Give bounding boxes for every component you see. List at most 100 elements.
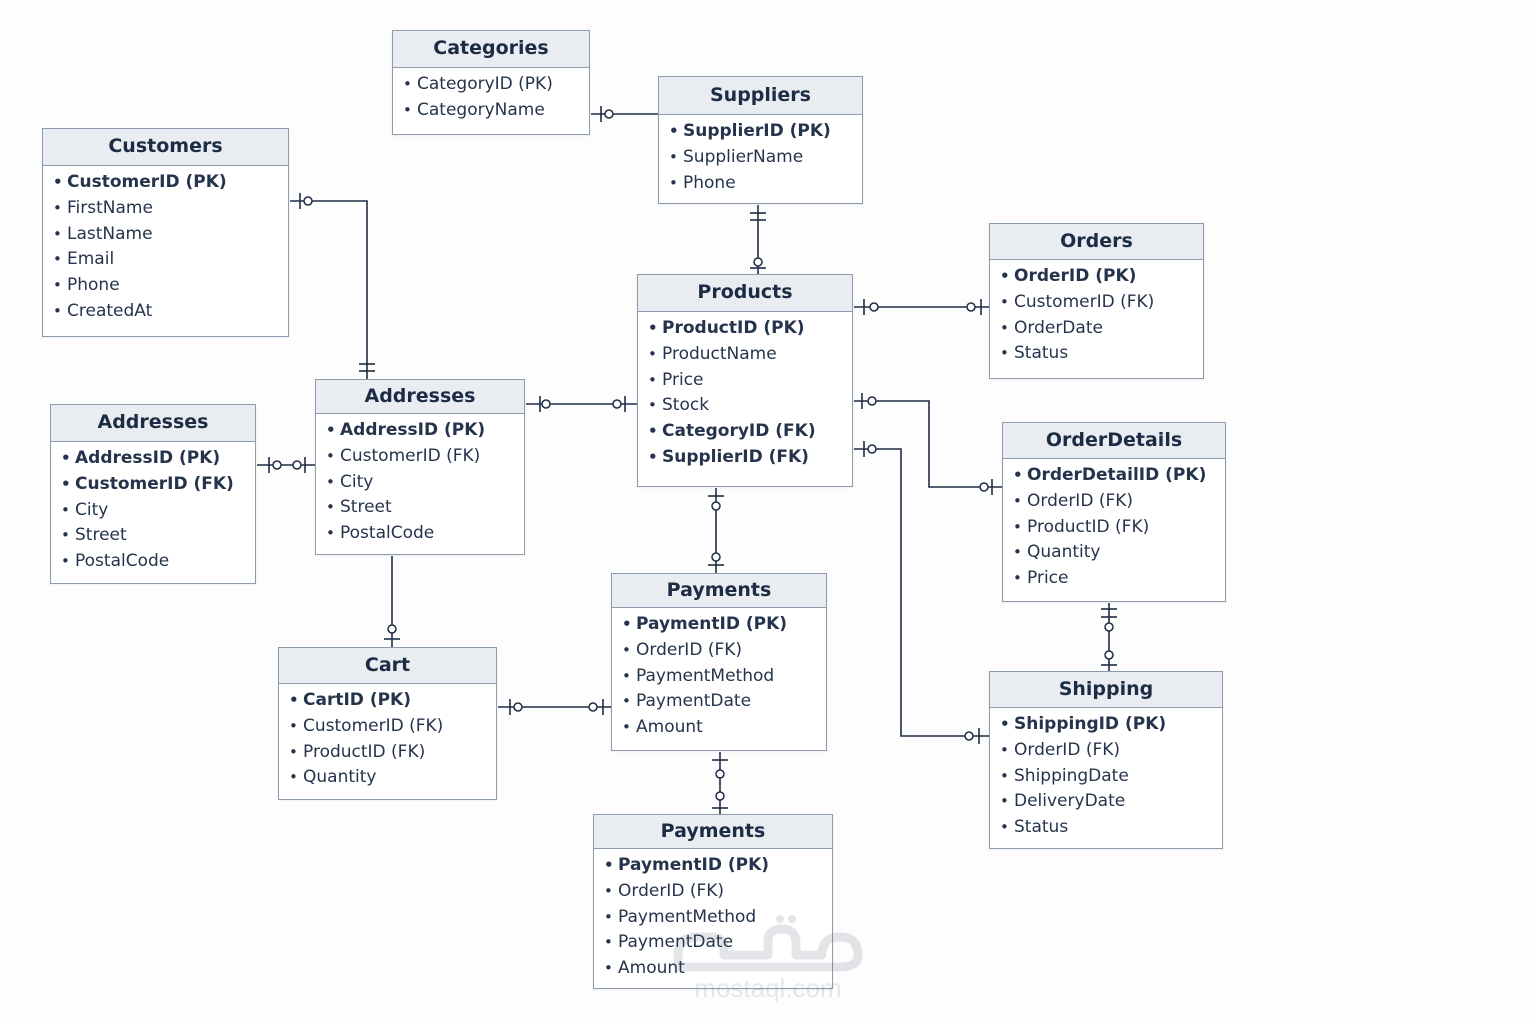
rel-categories-suppliers	[591, 106, 658, 122]
rel-cart-payments	[498, 699, 611, 715]
attribute-list: PaymentID (PK)OrderID (FK)PaymentMethodP…	[594, 849, 832, 982]
attribute-item: SupplierName	[669, 145, 862, 171]
rel-orderdetails-shipping	[1101, 603, 1117, 671]
rel-addresses-addresses	[257, 457, 315, 473]
rel-addresses-cart	[384, 556, 400, 647]
entity-title: Payments	[594, 815, 832, 849]
attribute-item: Status	[1000, 341, 1203, 367]
cardinality-zero-mark	[966, 302, 976, 312]
entity-addresses: AddressesAddressID (PK)CustomerID (FK)Ci…	[315, 379, 525, 555]
attribute-item: OrderID (FK)	[622, 638, 826, 664]
cardinality-zero-mark	[292, 460, 302, 470]
attribute-item: FirstName	[53, 196, 288, 222]
entity-orders: OrdersOrderID (PK)CustomerID (FK)OrderDa…	[989, 223, 1204, 379]
attribute-list: SupplierID (PK)SupplierNamePhone	[659, 115, 862, 196]
attribute-item: CustomerID (FK)	[61, 472, 255, 498]
attribute-item: Price	[648, 368, 852, 394]
cardinality-zero-mark	[1104, 622, 1114, 632]
entity-cart: CartCartID (PK)CustomerID (FK)ProductID …	[278, 647, 497, 800]
entity-title: Addresses	[51, 405, 255, 442]
attribute-item: OrderID (FK)	[604, 879, 832, 905]
attribute-item: ShippingDate	[1000, 764, 1222, 790]
cardinality-zero-mark	[964, 731, 974, 741]
attribute-item: ProductID (PK)	[648, 316, 852, 342]
rel-customers-addresses	[290, 193, 375, 379]
rel-addresses-products	[526, 396, 637, 412]
attribute-item: OrderDate	[1000, 316, 1203, 342]
attribute-list: PaymentID (PK)OrderID (FK)PaymentMethodP…	[612, 608, 826, 741]
attribute-item: Amount	[604, 956, 832, 982]
entity-payments-duplicate: PaymentsPaymentID (PK)OrderID (FK)Paymen…	[593, 814, 833, 989]
entity-title: Customers	[43, 129, 288, 166]
attribute-item: OrderID (PK)	[1000, 264, 1203, 290]
entity-title: Suppliers	[659, 77, 862, 115]
attribute-item: Quantity	[1013, 540, 1225, 566]
attribute-item: PaymentMethod	[604, 905, 832, 931]
attribute-item: CreatedAt	[53, 299, 288, 325]
entity-addresses-duplicate: AddressesAddressID (PK)CustomerID (FK)Ci…	[50, 404, 256, 584]
attribute-item: PaymentID (PK)	[622, 612, 826, 638]
watermark-logo: mostaql.com	[672, 915, 864, 1007]
attribute-item: Phone	[53, 273, 288, 299]
attribute-list: CategoryID (PK)CategoryName	[393, 68, 589, 124]
entity-title: OrderDetails	[1003, 423, 1225, 459]
attribute-item: Email	[53, 247, 288, 273]
attribute-list: AddressID (PK)CustomerID (FK)CityStreetP…	[51, 442, 255, 575]
attribute-item: CustomerID (FK)	[1000, 290, 1203, 316]
cardinality-zero-mark	[612, 399, 622, 409]
attribute-item: DeliveryDate	[1000, 789, 1222, 815]
attribute-item: PostalCode	[61, 549, 255, 575]
attribute-item: Quantity	[289, 765, 496, 791]
attribute-item: PaymentMethod	[622, 664, 826, 690]
cardinality-zero-mark	[1104, 650, 1114, 660]
attribute-item: LastName	[53, 222, 288, 248]
cardinality-zero-mark	[753, 257, 763, 267]
entity-categories: CategoriesCategoryID (PK)CategoryName	[392, 30, 590, 135]
rel-payments-payments	[712, 752, 728, 814]
attribute-item: OrderID (FK)	[1000, 738, 1222, 764]
entity-orderdetails: OrderDetailsOrderDetailID (PK)OrderID (F…	[1002, 422, 1226, 602]
entity-payments: PaymentsPaymentID (PK)OrderID (FK)Paymen…	[611, 573, 827, 751]
cardinality-zero-mark	[867, 444, 877, 454]
cardinality-zero-mark	[711, 552, 721, 562]
entity-title: Shipping	[990, 672, 1222, 708]
attribute-item: PaymentDate	[622, 689, 826, 715]
attribute-item: Street	[326, 495, 524, 521]
attribute-item: CartID (PK)	[289, 688, 496, 714]
entity-products: ProductsProductID (PK)ProductNamePriceSt…	[637, 274, 853, 487]
attribute-item: ProductID (FK)	[1013, 515, 1225, 541]
cardinality-zero-mark	[979, 482, 989, 492]
attribute-list: ProductID (PK)ProductNamePriceStockCateg…	[638, 312, 852, 471]
rel-products-payments	[708, 488, 724, 573]
attribute-item: ProductID (FK)	[289, 740, 496, 766]
attribute-item: Status	[1000, 815, 1222, 841]
cardinality-zero-mark	[541, 399, 551, 409]
attribute-item: City	[61, 498, 255, 524]
attribute-item: PaymentID (PK)	[604, 853, 832, 879]
attribute-item: SupplierID (PK)	[669, 119, 862, 145]
cardinality-zero-mark	[272, 460, 282, 470]
entity-title: Orders	[990, 224, 1203, 260]
attribute-item: Stock	[648, 393, 852, 419]
attribute-item: PaymentDate	[604, 930, 832, 956]
cardinality-zero-mark	[588, 702, 598, 712]
rel-products-orders	[854, 299, 989, 315]
attribute-item: ProductName	[648, 342, 852, 368]
attribute-item: CategoryID (PK)	[403, 72, 589, 98]
entity-shipping: ShippingShippingID (PK)OrderID (FK)Shipp…	[989, 671, 1223, 849]
attribute-item: OrderDetailID (PK)	[1013, 463, 1225, 489]
cardinality-zero-mark	[303, 196, 313, 206]
rel-products-shipping	[854, 441, 989, 744]
entity-title: Products	[638, 275, 852, 312]
attribute-item: ShippingID (PK)	[1000, 712, 1222, 738]
entity-title: Addresses	[316, 380, 524, 414]
attribute-item: City	[326, 470, 524, 496]
entity-title: Categories	[393, 31, 589, 68]
cardinality-zero-mark	[711, 501, 721, 511]
attribute-list: OrderDetailID (PK)OrderID (FK)ProductID …	[1003, 459, 1225, 592]
attribute-list: CartID (PK)CustomerID (FK)ProductID (FK)…	[279, 684, 496, 791]
attribute-item: OrderID (FK)	[1013, 489, 1225, 515]
rel-suppliers-products	[750, 205, 766, 274]
cardinality-zero-mark	[604, 109, 614, 119]
cardinality-zero-mark	[387, 624, 397, 634]
